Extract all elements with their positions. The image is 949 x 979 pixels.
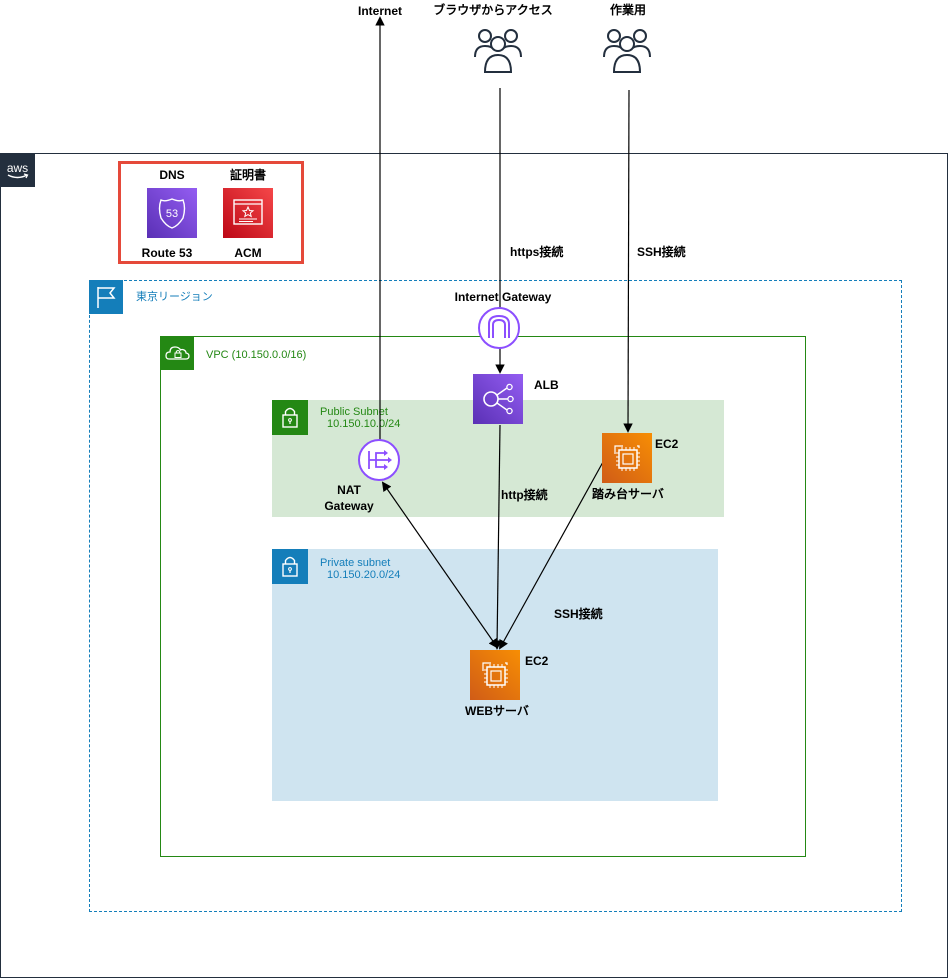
route53-label: Route 53 — [141, 246, 193, 260]
web-name-label: WEBサーバ — [465, 704, 529, 718]
ssh-label-top: SSH接続 — [637, 245, 686, 259]
operator-label: 作業用 — [609, 3, 646, 17]
alb-label: ALB — [534, 378, 559, 392]
route53-icon: 53 — [147, 188, 197, 238]
region-flag-icon — [89, 280, 123, 314]
public-subnet-title: Public Subnet — [320, 406, 388, 418]
web-type-label: EC2 — [525, 654, 549, 668]
nat-label-line2: Gateway — [324, 499, 374, 513]
browser-label: ブラウザからアクセス — [433, 3, 553, 17]
aws-cloud-group — [0, 153, 948, 978]
vpc-label: VPC (10.150.0.0/16) — [206, 349, 307, 361]
alb-to-web-arrow — [492, 424, 502, 650]
acm-icon — [223, 188, 273, 238]
bastion-name-label: 踏み台サーバ — [592, 487, 664, 501]
internet-gateway-icon — [477, 306, 521, 350]
lock-icon — [272, 400, 308, 435]
igw-label: Internet Gateway — [454, 290, 552, 304]
ec2-icon — [470, 650, 520, 700]
bastion-to-web-arrow — [499, 461, 604, 650]
aws-logo-icon: aws — [0, 153, 35, 187]
ec2-icon — [602, 433, 652, 483]
svg-text:53: 53 — [166, 208, 178, 220]
lock-icon — [272, 549, 308, 584]
users-icon — [472, 24, 524, 74]
public-subnet-cidr: 10.150.10.0/24 — [327, 418, 401, 430]
acm-label: ACM — [234, 246, 262, 260]
region-label: 東京リージョン — [136, 291, 213, 303]
bastion-type-label: EC2 — [655, 437, 679, 451]
private-subnet-title: Private subnet — [320, 557, 391, 569]
svg-text:aws: aws — [7, 161, 28, 175]
nat-label-line1: NAT — [337, 483, 361, 497]
internet-label: Internet — [357, 4, 402, 18]
nat-gateway-icon — [357, 438, 401, 482]
global-services-group — [118, 161, 304, 264]
vpc-cloud-icon — [160, 336, 194, 370]
alb-icon — [473, 374, 523, 424]
users-icon — [601, 24, 653, 74]
region-group — [89, 280, 902, 912]
dns-label: DNS — [159, 168, 185, 182]
ssh-label-inner: SSH接続 — [554, 607, 603, 621]
cert-label: 証明書 — [229, 168, 266, 182]
http-label: http接続 — [501, 488, 548, 502]
web-nat-arrow — [381, 481, 499, 649]
https-label: https接続 — [510, 245, 564, 259]
operator-to-bastion-arrow — [623, 89, 633, 433]
